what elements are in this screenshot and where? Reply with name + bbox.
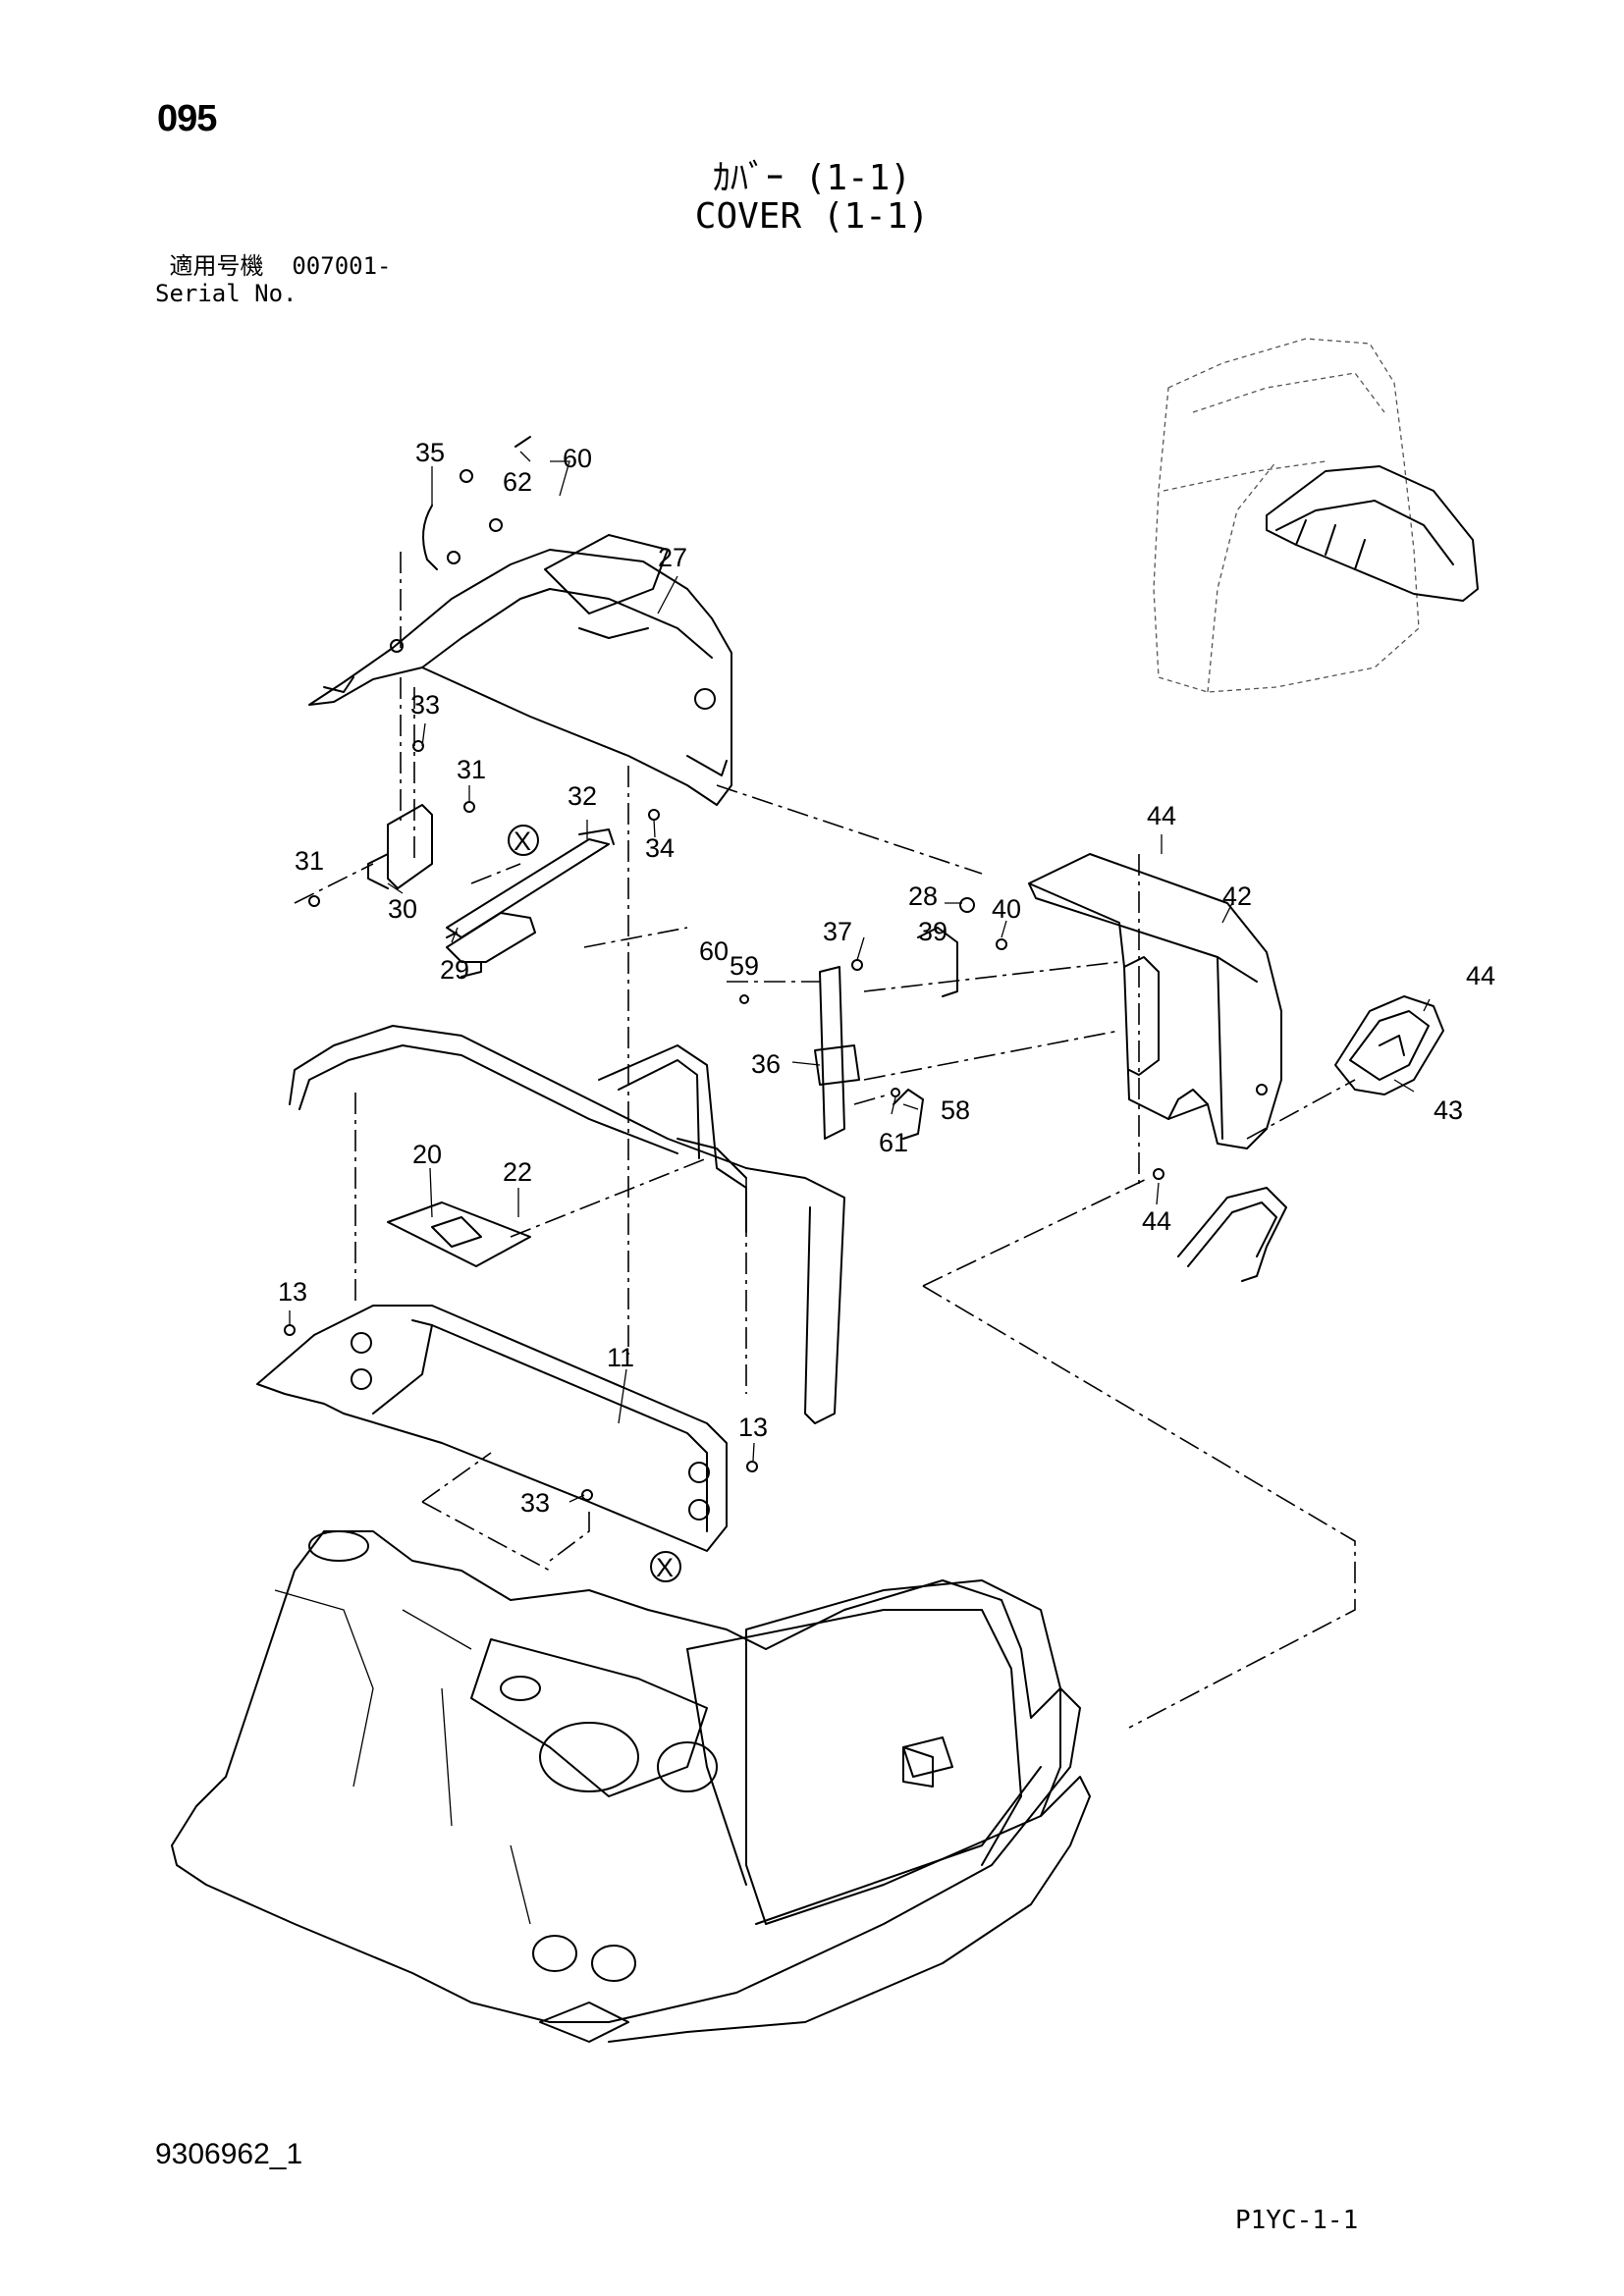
callout-30: 30 (388, 894, 417, 924)
seal-strip (1153, 1168, 1287, 1282)
callout-59: 59 (730, 951, 759, 981)
callout-33: 33 (520, 1488, 550, 1518)
part-11-lower-cover (256, 1305, 758, 1552)
page-code: P1YC-1-1 (1235, 2206, 1359, 2235)
counterweight (608, 1579, 1091, 2043)
serial-label-en: Serial No. (155, 280, 298, 307)
callout-37: 37 (823, 917, 852, 946)
callout-58: 58 (941, 1095, 970, 1125)
reference-marker-x-top (508, 825, 539, 856)
leader-lines (289, 451, 1431, 1503)
part-27-upper-cover (308, 534, 732, 806)
part-42-right-cover (1028, 853, 1282, 1149)
callout-27: 27 (658, 543, 687, 572)
callout-31: 31 (457, 755, 486, 784)
callout-13: 13 (278, 1277, 307, 1307)
support-frame (289, 1025, 845, 1424)
title-english: COVER (1-1) (694, 196, 930, 237)
callout-35: 35 (415, 438, 445, 467)
callout-43: 43 (1434, 1095, 1463, 1125)
part-43-side-plate (1334, 995, 1444, 1095)
serial-info: 適用号機 007001- Serial No. (155, 252, 392, 307)
serial-line-jp: 適用号機 007001- (155, 252, 392, 280)
callout-36: 36 (751, 1049, 781, 1079)
callout-22: 22 (503, 1157, 532, 1187)
callout-13: 13 (738, 1413, 768, 1442)
callout-11: 11 (607, 1343, 634, 1372)
callout-61: 61 (879, 1128, 908, 1157)
callout-44: 44 (1466, 961, 1495, 990)
document-id: 9306962_1 (155, 2138, 303, 2170)
callout-28: 28 (908, 881, 938, 911)
reference-marker-x-bottom-label: X (656, 1553, 674, 1582)
callout-39: 39 (918, 917, 947, 946)
callout-44: 44 (1142, 1206, 1171, 1236)
parts-29-32-bracket-assembly (308, 740, 660, 978)
callout-42: 42 (1222, 881, 1252, 911)
callout-34: 34 (645, 833, 675, 863)
callout-40: 40 (992, 894, 1021, 924)
callout-29: 29 (440, 955, 469, 985)
reference-marker-x-top-label: X (514, 827, 531, 856)
callout-60: 60 (699, 936, 729, 966)
serial-value: 007001- (292, 252, 392, 280)
callout-60: 60 (563, 444, 592, 473)
parts-35-60-62-small-parts (422, 436, 531, 570)
main-upper-frame (171, 1530, 1081, 2043)
serial-label-jp: 適用号機 (169, 252, 264, 280)
title-japanese: ｶﾊﾞｰ (1-1) (712, 158, 912, 198)
parts-36-37-39-latch (739, 897, 1007, 1140)
assembly-guide-lines (294, 552, 1356, 1729)
callout-20: 20 (412, 1140, 442, 1169)
callout-32: 32 (568, 781, 597, 811)
callout-31: 31 (295, 846, 324, 876)
callout-44: 44 (1147, 801, 1176, 830)
inset-cab-view (1153, 338, 1479, 693)
part-20-mat (387, 1201, 531, 1267)
reference-marker-x-bottom (650, 1551, 681, 1582)
callout-62: 62 (503, 467, 532, 497)
page-number: 095 (157, 98, 217, 139)
callout-labels: 35 60 62 27 33 31 32 31 34 30 29 X 44 42… (278, 438, 1495, 1582)
callout-33: 33 (410, 690, 440, 720)
